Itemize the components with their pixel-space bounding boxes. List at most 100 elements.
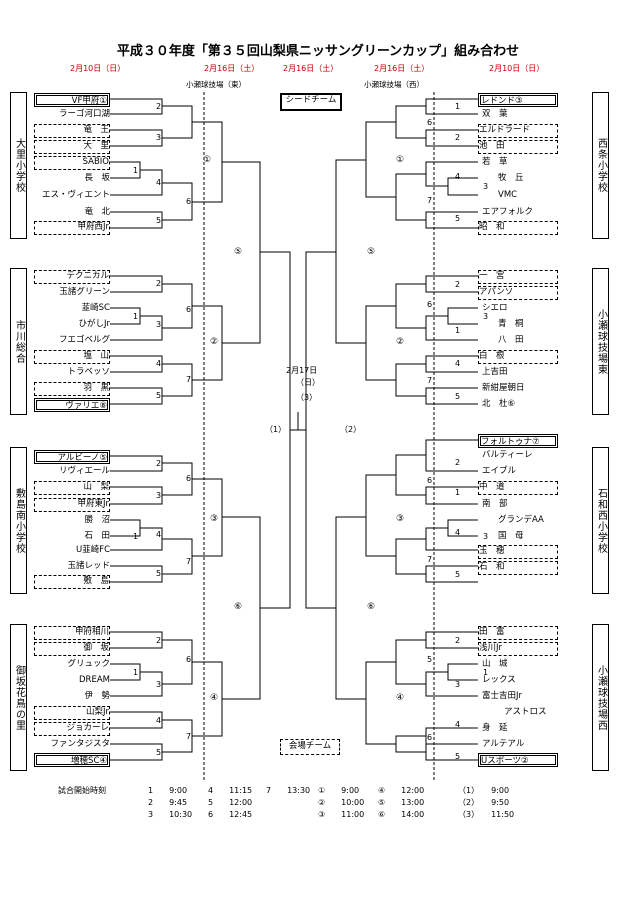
team-left-28: 甲府相川 [34,626,110,640]
match-num: 7 [186,732,192,741]
match-num: 5 [156,391,162,400]
team-right-3: エルドラード [478,124,558,138]
team-right-11: アパンソ [478,286,558,300]
block-right-4: 小瀬球技場西 [592,624,609,771]
match-num: 1 [455,326,461,335]
schedule-time: ⑥ 14:00 [378,810,425,819]
team-left-16: トラベッソ [67,367,110,377]
match-num: 1 [133,312,139,321]
team-left-27: 敷 島 [34,575,110,589]
match-num: 2 [455,133,461,142]
team-left-2: ラーゴ河口湖 [58,109,110,119]
team-left-19: アルビーノ⑤ [34,450,110,464]
team-left-10: テクニカル [34,270,110,284]
match-num: 7 [427,196,433,205]
team-left-26: 玉諸レッド [67,561,110,571]
match-num: 1 [133,668,139,677]
team-left-25: U韮崎FC [75,545,110,555]
team-right-7: VMC [498,190,518,200]
team-left-17: 羽 黒 [34,382,110,396]
team-left-14: フエゴベルグ [58,335,110,345]
team-right-22: 中 道 [478,481,558,495]
match-num: 3 [483,182,489,191]
team-right-30: 山 城 [482,659,508,669]
block-right-2: 小瀬球技場東 [592,268,609,415]
match-num: 6 [427,118,433,127]
team-right-18: 北 杜⑥ [482,399,516,409]
match-num: 4 [455,528,461,537]
semifinal-left: （1） [265,425,287,434]
team-right-29: 浅川Jr [478,642,558,656]
date-left-r2: 2月16日（土） [204,64,260,73]
match-num: 5 [156,748,162,757]
match-num: 2 [156,459,162,468]
match-num: 6 [427,733,433,742]
schedule-time: 3 10:30 [148,810,193,819]
team-left-9: 甲府西Jr [34,221,110,235]
match-num: 5 [427,655,433,664]
team-right-19: フォルトゥナ⑦ [478,434,558,448]
schedule-time: ② 10:00 [318,798,365,807]
team-left-34: ジョカーレ [34,722,110,736]
team-right-13: 青 桐 [498,319,524,329]
block-left-1: 大里小学校 [10,92,27,239]
team-left-31: DREAM [79,675,110,685]
match-num: 6 [186,197,192,206]
block-right-1: 西条小学校 [592,92,609,239]
team-right-25: 国 母 [498,531,524,541]
page-title: 平成３０年度「第３５回山梨県ニッサングリーンカップ」組み合わせ [116,44,520,59]
team-left-20: リヴィエール [58,466,110,476]
team-left-13: ひがしJr [78,319,110,329]
final-date: 2月17日 [286,366,318,375]
match-num: 1 [133,166,139,175]
team-right-36: Uスポーツ② [478,753,558,767]
schedule-time: 7 13:30 [266,786,311,795]
team-left-30: グリュック [67,659,110,669]
date-left-r1: 2月10日（日） [70,64,126,73]
block-left-2: 市川総合 [10,268,27,415]
team-left-29: 御 坂 [34,642,110,656]
schedule-time: ① 9:00 [318,786,360,795]
match-num: 4 [455,359,461,368]
match-num: 1 [133,532,139,541]
match-num: 3 [156,320,162,329]
team-right-4: 池 田 [478,140,558,154]
semifinal-right: （2） [340,425,362,434]
match-num: 1 [455,102,461,111]
team-right-1: レドンド③ [478,93,558,107]
schedule-time: ④ 12:00 [378,786,425,795]
match-num: 2 [455,280,461,289]
host-team-label: 会場チーム [280,739,340,755]
match-num: 5 [156,216,162,225]
team-left-24: 石 田 [84,531,110,541]
team-left-23: 勝 沼 [84,515,110,525]
round-label: ② [210,337,219,347]
team-left-12: 韮崎SC [81,303,110,313]
team-right-27: 石 和 [478,561,558,575]
team-right-9: 昭 和 [478,221,558,235]
round-label: ④ [396,693,405,703]
team-left-35: ファンタジスタ [50,739,110,749]
round-label: ② [396,337,405,347]
schedule-time: （1） 9:00 [458,786,510,795]
match-num: 3 [455,680,461,689]
team-right-34: 身 延 [482,723,508,733]
match-num: 2 [455,636,461,645]
match-num: 7 [427,555,433,564]
team-right-23: 南 部 [482,499,508,509]
team-left-5: SABIO [34,156,110,170]
match-num: 3 [156,133,162,142]
match-num: 6 [186,305,192,314]
schedule-time: 2 9:45 [148,798,188,807]
round-label: ⑥ [234,602,243,612]
match-num: 4 [156,359,162,368]
team-right-10: 一 宮 [478,270,558,284]
date-center: 2月16日（土） [283,64,339,73]
match-num: 5 [156,569,162,578]
team-right-35: アルテアル [482,739,525,749]
match-num: 7 [186,557,192,566]
team-left-22: 甲府東Jr [34,498,110,512]
schedule-time: ③ 11:00 [318,810,365,819]
round-label: ③ [210,514,219,524]
